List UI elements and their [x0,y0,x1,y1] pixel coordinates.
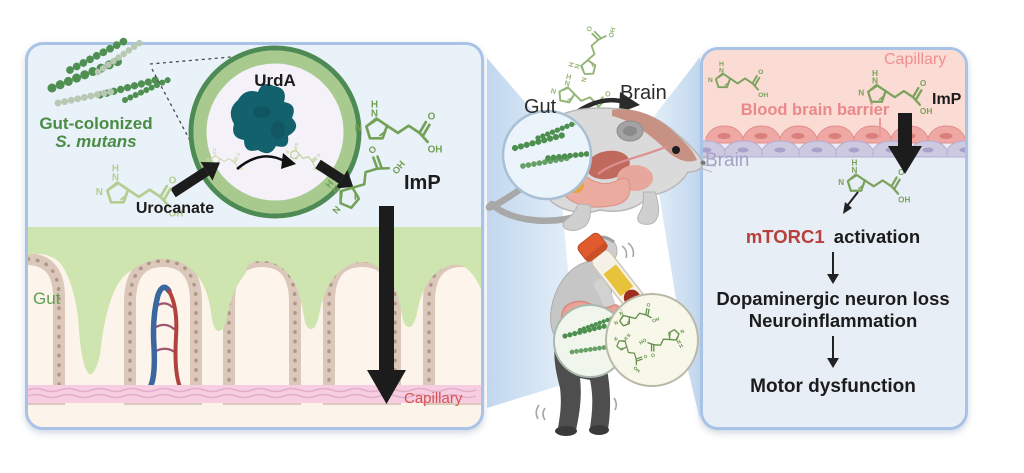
outcomes-block: Dopaminergic neuron loss Neuroinflammati… [700,288,966,332]
mouse-leg [637,191,660,225]
outcome-final-label: Motor dysfunction [750,376,916,397]
beam-tube [635,292,652,330]
bacteria-chain-icon [569,344,612,355]
chem-structure-icon [608,326,656,375]
outcome-line1: Dopaminergic neuron loss [716,288,950,309]
brain-label-middle: Brain [620,82,667,104]
villus [124,254,202,405]
human-arm [594,279,618,338]
mouse-head-patch [612,109,697,162]
metabolite-zoom-circle [605,293,699,387]
human-torso [550,260,612,346]
gut-label-left: Gut [33,289,61,308]
bacteria-title: Gut-colonized S. mutans [30,115,162,151]
villus [323,254,401,405]
activation-label: activation [833,226,921,247]
human-shoe [555,426,577,436]
mouse-stomach [617,165,653,191]
villus [28,253,65,405]
mouse-intestines [558,172,631,208]
mouse-body [530,107,704,214]
mouse-eye [672,146,680,154]
bacteria-chain-icon [544,150,589,162]
tremor-marks [535,242,635,421]
chem-structure-icon [636,316,692,367]
mouse-ear [616,120,644,142]
mouse-leg [562,203,591,232]
gut-label-middle: Gut [524,96,557,118]
enzyme-label: UrdA [254,71,296,90]
mtorc1-label: mTORC1 [745,226,825,247]
bacteria-chain-icon [577,315,615,333]
gut-panel [25,42,484,430]
mouse-liver [586,150,630,180]
bacteria-title-line1: Gut-colonized [39,114,153,133]
stooped-human-illustration [535,235,635,436]
human-head [586,235,618,267]
chem-structure-icon [545,68,620,125]
bacteria-chain-icon [534,118,581,142]
brain-label-right: Brain [705,150,750,171]
human-intestines [560,300,621,360]
bacteria-chain-icon [561,323,608,340]
outcome-line2: Neuroinflammation [748,310,918,331]
capillary-label-left: Capillary [404,390,463,407]
imp-label-right: ImP [932,91,962,108]
human-shoe [589,425,609,435]
beam-right [648,57,700,420]
blood-tube-icon [577,232,653,322]
imp-label-left: ImP [404,172,441,194]
chem-structure-icon [564,17,619,88]
human-gut-zoom-circle [553,304,627,378]
bbb-label: Blood brain barrier [740,101,890,119]
capillary-label-right: Capillary [884,51,947,68]
human-pants [554,336,611,430]
mtorc1-activation-line: mTORC1 activation [700,226,966,248]
mucus-layer [28,227,481,375]
bacteria-chain-icon [511,131,566,152]
gut-brain-axis-line [597,144,669,175]
substrate-label: Urocanate [135,200,215,217]
mouse-gut-zoom-circle [501,109,593,201]
bacteria-title-line2: S. mutans [55,132,137,151]
chem-structure-icon [608,296,662,338]
mouse-illustration [485,107,717,232]
mouse-organ [566,179,584,193]
mouse-tail [485,172,589,224]
villus [423,254,481,405]
bacteria-chain-icon [519,155,570,170]
projection-beams [487,57,700,420]
